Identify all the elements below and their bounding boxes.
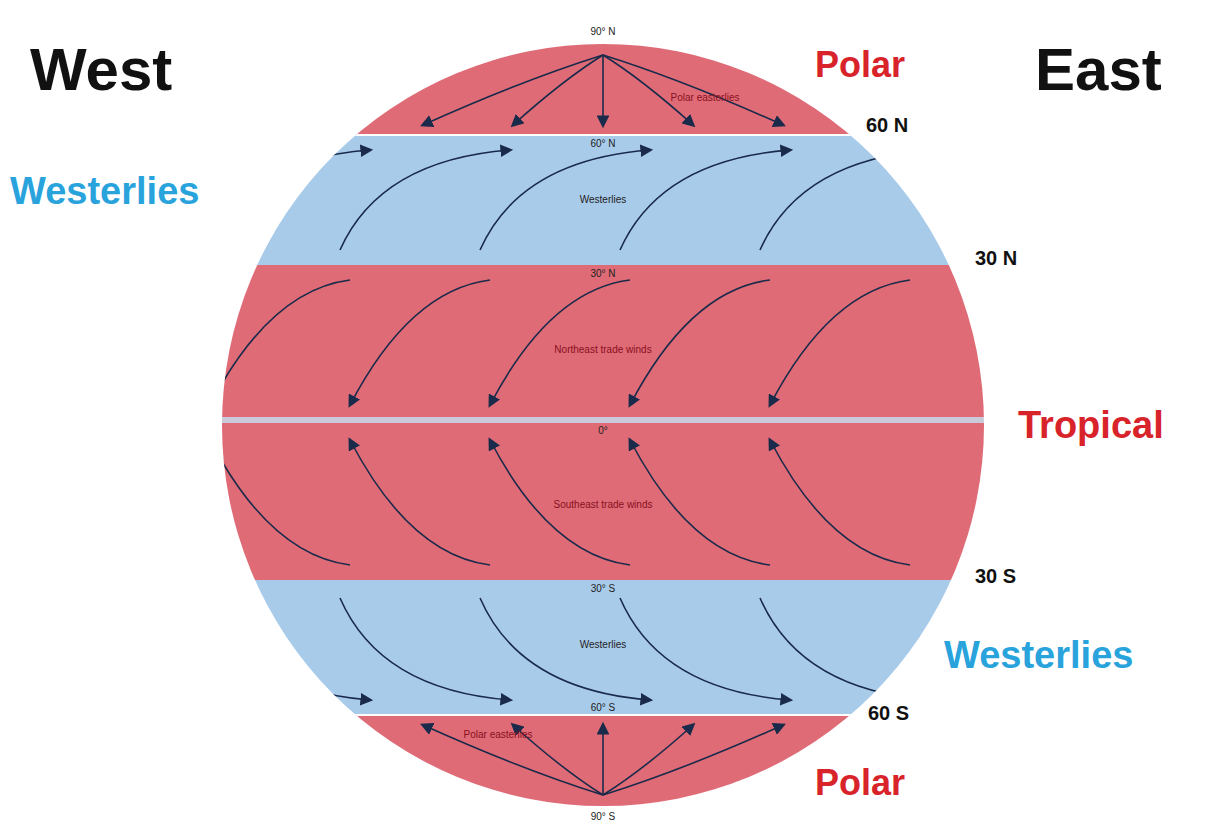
wind-arrow <box>620 598 790 700</box>
region-label: Polar <box>815 47 905 83</box>
zone-label: Westerlies <box>580 195 627 205</box>
zone-label: 90° S <box>591 812 616 822</box>
wind-arrow <box>602 55 604 125</box>
region-label: 30 S <box>975 566 1016 586</box>
wind-arrow <box>760 598 930 700</box>
equator-line <box>200 417 1000 423</box>
wind-arrow <box>350 440 490 565</box>
wind-arrow <box>340 598 510 700</box>
wind-arrow <box>210 440 350 565</box>
zone-label: 30° S <box>591 584 616 594</box>
wind-arrow <box>770 280 910 405</box>
zone-label: Southeast trade winds <box>554 500 653 510</box>
wind-arrow <box>513 55 603 125</box>
wind-arrow <box>603 55 783 125</box>
zone-label: Westerlies <box>580 640 627 650</box>
wind-arrow <box>340 150 510 250</box>
wind-arrow <box>603 55 693 125</box>
wind-arrow <box>620 150 790 250</box>
zone-label: 60° S <box>591 703 616 713</box>
trade-band <box>200 423 1000 580</box>
polar-band <box>200 40 1000 135</box>
zone-label: Polar easterlies <box>464 730 533 740</box>
westerlies-band <box>200 580 1000 715</box>
zone-label: Northeast trade winds <box>554 345 651 355</box>
westerlies-band <box>200 135 1000 265</box>
wind-arrow <box>350 280 490 405</box>
wind-arrow <box>490 280 630 405</box>
region-label: East <box>1035 40 1162 100</box>
wind-arrow <box>423 725 603 795</box>
region-label: West <box>30 40 172 100</box>
wind-arrow <box>770 440 910 565</box>
wind-arrow <box>760 150 930 250</box>
region-label: Tropical <box>1018 406 1164 444</box>
wind-arrow <box>423 55 603 125</box>
wind-arrow <box>480 598 650 700</box>
wind-arrow <box>602 725 604 795</box>
wind-arrow <box>630 280 770 405</box>
region-label: Westerlies <box>944 636 1133 674</box>
wind-arrow <box>200 598 370 700</box>
zone-label: Polar easterlies <box>671 93 740 103</box>
region-label: 60 N <box>866 115 908 135</box>
region-label: 30 N <box>975 248 1017 268</box>
zone-label: 30° N <box>590 269 615 279</box>
wind-arrow <box>200 150 370 250</box>
region-label: Polar <box>815 765 905 801</box>
wind-arrow <box>603 725 693 795</box>
zone-label: 60° N <box>590 139 615 149</box>
region-label: 60 S <box>868 703 909 723</box>
polar-band <box>200 715 1000 815</box>
wind-arrow <box>210 280 350 405</box>
trade-band <box>200 265 1000 417</box>
region-label: Westerlies <box>10 172 199 210</box>
wind-arrow <box>480 150 650 250</box>
zone-label: 90° N <box>590 27 615 37</box>
wind-arrow <box>603 725 783 795</box>
zone-label: 0° <box>598 426 608 436</box>
